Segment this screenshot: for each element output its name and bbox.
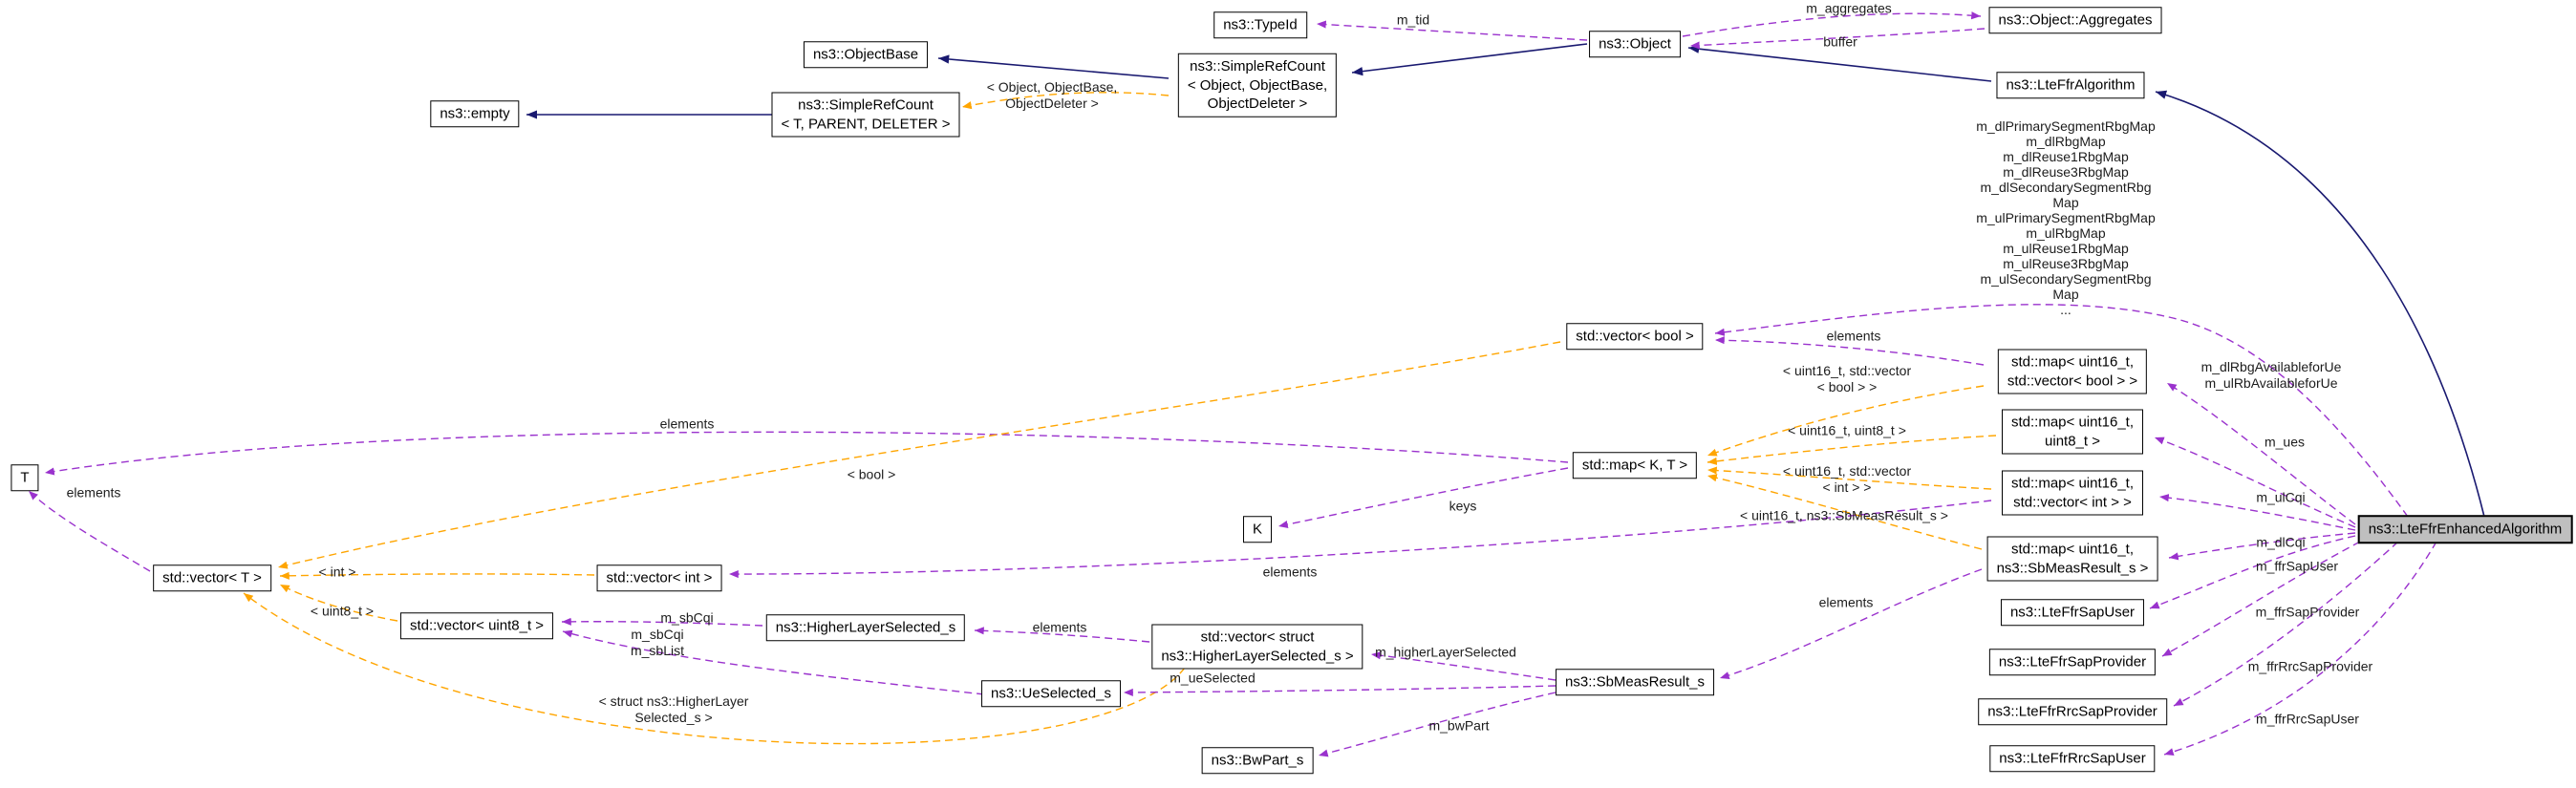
edge-usage-sbmeasresult-to-vector_hls	[1370, 651, 1556, 681]
class-node-main: ns3::LteFfrEnhancedAlgorithm	[2357, 515, 2573, 543]
class-node-vector_int[interactable]: std::vector< int >	[596, 564, 722, 591]
class-node-vector_hls[interactable]: std::vector< struct ns3::HigherLayerSele…	[1151, 624, 1363, 670]
class-node-bwpart[interactable]: ns3::BwPart_s	[1201, 747, 1314, 774]
class-node-object[interactable]: ns3::Object	[1589, 31, 1681, 57]
edge-usage-aggregates-to-object	[1689, 28, 1986, 50]
edge-template-vector_int-to-vector_t	[279, 571, 595, 580]
class-node-map_u16_u8[interactable]: std::map< uint16_t, uint8_t >	[2002, 409, 2143, 455]
edge-usage-main-to-map_u16_sbmeas	[2168, 532, 2356, 561]
edge-template-map_u16_vint-to-map_kt	[1707, 466, 1992, 490]
edge-template-vector_u8-to-vector_t	[279, 584, 398, 622]
edge-usage-main-to-lteffrrrcsapprovider	[2173, 541, 2399, 707]
edge-usage-map_kt-to-t	[44, 431, 1569, 476]
class-node-simplerefcount_object[interactable]: ns3::SimpleRefCount < Object, ObjectBase…	[1177, 53, 1338, 117]
edge-usage-higherlayerselected-to-vector_u8	[561, 617, 763, 627]
edge-template-simplerefcount_object-to-simplerefcount_t	[961, 92, 1170, 110]
edge-usage-map_u16_vbool-to-vector_bool	[1714, 336, 1985, 366]
edge-usage-main-to-lteffrrrcsapuser	[2163, 541, 2437, 756]
class-node-ltefffrsapprovider[interactable]: ns3::LteFfrSapProvider	[1988, 649, 2157, 675]
class-node-sbmeasresult[interactable]: ns3::SbMeasResult_s	[1556, 669, 1714, 695]
class-node-ltefffrsapuser[interactable]: ns3::LteFfrSapUser	[2000, 599, 2145, 626]
edge-usage-map_kt-to-k	[1277, 467, 1569, 529]
edge-inheritance-main-to-lteffralgorithm	[2155, 90, 2485, 518]
class-node-aggregates[interactable]: ns3::Object::Aggregates	[1988, 7, 2162, 33]
class-node-map_u16_vbool[interactable]: std::map< uint16_t, std::vector< bool > …	[1997, 349, 2148, 394]
edge-usage-map_u16_vint-to-vector_int	[728, 500, 1992, 579]
class-node-ueselected[interactable]: ns3::UeSelected_s	[981, 680, 1121, 707]
edge-inheritance-object-to-simplerefcount_object	[1351, 43, 1588, 76]
edge-usage-vector_t-to-t	[28, 490, 151, 572]
edge-usage-sbmeasresult-to-ueselected	[1123, 685, 1556, 696]
class-node-vector_u8[interactable]: std::vector< uint8_t >	[399, 612, 554, 639]
class-node-objectbase[interactable]: ns3::ObjectBase	[803, 41, 929, 68]
class-node-higherlayerselected[interactable]: ns3::HigherLayerSelected_s	[765, 614, 966, 641]
class-node-map_kt[interactable]: std::map< K, T >	[1572, 452, 1698, 479]
edge-usage-map_u16_sbmeas-to-sbmeasresult	[1719, 568, 1983, 679]
class-node-lteffralgorithm[interactable]: ns3::LteFfrAlgorithm	[1996, 72, 2145, 98]
class-node-simplerefcount_t[interactable]: ns3::SimpleRefCount < T, PARENT, DELETER…	[771, 92, 960, 138]
edge-usage-main-to-ltefffrsapuser	[2149, 535, 2356, 609]
edge-template-map_u16_u8-to-map_kt	[1707, 435, 1997, 465]
edge-template-vector_bool-to-vector_t	[277, 341, 1561, 569]
edge-usage-main-to-vector_bool	[1714, 304, 2409, 518]
class-node-k[interactable]: K	[1242, 516, 1273, 543]
class-node-map_u16_sbmeas[interactable]: std::map< uint16_t, ns3::SbMeasResult_s …	[1986, 536, 2158, 582]
edge-usage-main-to-map_u16_vint	[2158, 494, 2356, 531]
edge-inheritance-simplerefcount_object-to-objectbase	[937, 54, 1170, 79]
edge-usage-vector_hls-to-higherlayerselected	[974, 627, 1150, 643]
class-node-vector_bool[interactable]: std::vector< bool >	[1566, 323, 1704, 350]
edge-usage-main-to-map_u16_u8	[2154, 437, 2356, 528]
class-node-map_u16_vint[interactable]: std::map< uint16_t, std::vector< int > >	[2002, 470, 2143, 516]
edge-usage-object-to-typeid	[1316, 20, 1588, 41]
edge-template-vector_hls-to-vector_t	[243, 592, 1186, 745]
edge-usage-main-to-map_u16_vbool	[2166, 382, 2356, 525]
class-node-typeid[interactable]: ns3::TypeId	[1213, 11, 1307, 38]
edge-usage-object-to-aggregates	[1682, 11, 1982, 37]
edge-usage-ueselected-to-vector_u8	[562, 629, 985, 695]
class-node-lteffrrrcsapprovider[interactable]: ns3::LteFfrRrcSapProvider	[1978, 698, 2167, 725]
class-node-empty[interactable]: ns3::empty	[430, 100, 520, 127]
class-node-lteffrrrcsapuser[interactable]: ns3::LteFfrRrcSapUser	[1989, 745, 2156, 772]
edge-inheritance-lteffralgorithm-to-object	[1687, 44, 1992, 82]
edge-usage-main-to-ltefffrsapprovider	[2161, 541, 2361, 657]
edge-template-map_u16_vbool-to-map_kt	[1707, 385, 1985, 457]
class-node-t[interactable]: T	[11, 464, 39, 491]
edge-usage-sbmeasresult-to-bwpart	[1318, 692, 1556, 757]
class-node-vector_t[interactable]: std::vector< T >	[153, 564, 271, 591]
edge-template-map_u16_sbmeas-to-map_kt	[1707, 474, 1983, 550]
